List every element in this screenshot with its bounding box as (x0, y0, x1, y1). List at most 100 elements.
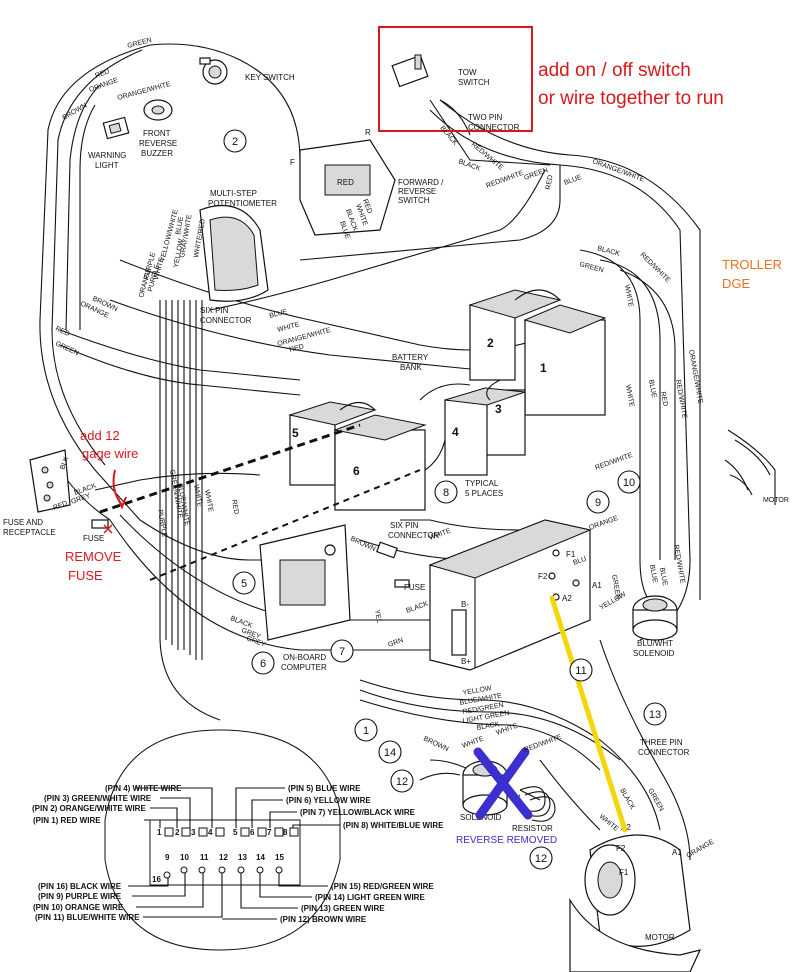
callout-7: 7 (339, 646, 345, 658)
svg-text:WHITE: WHITE (203, 489, 214, 513)
svg-text:FRONT: FRONT (143, 129, 171, 138)
pin-15: 15 (275, 853, 284, 862)
remove-fuse-line-1: REMOVE (65, 549, 122, 564)
svg-text:F2: F2 (616, 844, 626, 853)
yellow-jumper-wire (549, 595, 628, 833)
controller-cut-1: TROLLER (722, 257, 782, 272)
pin-16: 16 (152, 875, 161, 884)
svg-text:BLACK: BLACK (476, 721, 500, 732)
key-switch: KEY SWITCH (199, 57, 295, 85)
svg-text:BLUE: BLUE (563, 174, 583, 187)
callout-9: 9 (595, 497, 601, 509)
controller-cut-2: DGE (722, 276, 751, 291)
svg-text:BLACK: BLACK (229, 615, 253, 630)
three-pin-connector: THREE PIN CONNECTOR (638, 738, 690, 757)
callout-11: 11 (575, 665, 586, 677)
svg-text:RED: RED (659, 391, 668, 407)
svg-text:WHITE: WHITE (624, 384, 635, 408)
forward-reverse-switch: RED F R FORWARD / REVERSE SWITCH (290, 128, 444, 236)
tow-switch-box: TOW SWITCH TWO PIN CONNECTOR (378, 26, 533, 132)
pin-row-top: 1 2 3 4 5 6 7 8 (157, 827, 299, 837)
svg-text:B-: B- (461, 600, 469, 609)
svg-text:GREEN: GREEN (523, 167, 549, 182)
battery-3: 3 (495, 402, 502, 416)
svg-text:SIX PIN: SIX PIN (390, 521, 419, 530)
pin11-label: (PIN 11) BLUE/WHITE WIRE (35, 913, 140, 922)
add-wire-dashed-2 (149, 469, 421, 581)
svg-text:GREY: GREY (245, 635, 266, 648)
svg-text:BLK: BLK (59, 456, 70, 471)
svg-text:F1: F1 (619, 868, 629, 877)
pin6-label: (PIN 6) YELLOW WIRE (286, 796, 371, 805)
svg-text:BLU: BLU (572, 556, 587, 567)
tow-note-line-1: add on / off switch (538, 60, 691, 81)
svg-text:POTENTIOMETER: POTENTIOMETER (208, 199, 277, 208)
pin-9: 9 (165, 853, 170, 862)
pin-12: 12 (219, 853, 228, 862)
add-wire-line-2: gage wire (82, 446, 138, 461)
svg-text:CONNECTOR: CONNECTOR (638, 748, 690, 757)
svg-text:A1: A1 (592, 581, 602, 590)
callout-14: 14 (384, 747, 396, 759)
svg-text:RESISTOR: RESISTOR (512, 824, 553, 833)
svg-text:BLUE: BLUE (648, 564, 658, 584)
svg-text:RED/WHITE: RED/WHITE (594, 452, 634, 472)
svg-text:F2: F2 (538, 572, 548, 581)
pin3-label: (PIN 3) GREEN/WHITE WIRE (44, 794, 152, 803)
svg-text:RED/WHITE: RED/WHITE (485, 170, 525, 190)
svg-text:MOTOR: MOTOR (763, 497, 789, 504)
pin-13: 13 (238, 853, 247, 862)
svg-text:WHITE: WHITE (428, 527, 452, 541)
svg-text:MULTI-STEP: MULTI-STEP (210, 189, 257, 198)
svg-text:RED/WHITE: RED/WHITE (523, 734, 563, 754)
pin7-label: (PIN 7) YELLOW/BLACK WIRE (300, 808, 416, 817)
pin-5: 5 (233, 828, 238, 837)
svg-text:A1: A1 (672, 848, 682, 857)
svg-text:B+: B+ (461, 657, 471, 666)
battery-numbers: 1 2 3 4 5 6 (292, 336, 547, 478)
svg-text:BLU/WHT: BLU/WHT (637, 639, 673, 648)
pin-10: 10 (180, 853, 189, 862)
svg-text:FUSE: FUSE (404, 583, 425, 592)
add-wire-dashed (99, 423, 361, 514)
svg-text:RED/WHITE: RED/WHITE (639, 251, 672, 284)
svg-text:RED: RED (52, 500, 68, 512)
svg-text:GREEN: GREEN (610, 574, 621, 600)
svg-text:BLUE: BLUE (269, 308, 289, 320)
callout-13: 13 (649, 709, 661, 721)
svg-text:RED: RED (94, 68, 110, 80)
svg-text:REVERSE: REVERSE (139, 139, 177, 148)
reverse-removed-x: REVERSE REMOVED (456, 747, 557, 846)
pin14-label: (PIN 14) LIGHT GREEN WIRE (315, 893, 425, 902)
callouts: 2 8 10 9 5 6 7 11 13 1 14 12 12 (223, 129, 667, 870)
pin-2: 2 (175, 828, 180, 837)
svg-text:A2: A2 (562, 594, 572, 603)
svg-text:RECEPTACLE: RECEPTACLE (3, 528, 56, 537)
battery-1: 1 (540, 361, 547, 375)
callout-12a: 12 (396, 776, 408, 788)
svg-text:RED: RED (361, 198, 373, 214)
reverse-removed-label: REVERSE REMOVED (456, 835, 557, 846)
svg-text:BLACK: BLACK (618, 788, 636, 812)
six-pin-connector-b: SIX PIN CONNECTOR FUSE (376, 521, 440, 592)
svg-text:RED: RED (54, 325, 70, 338)
svg-text:BROWN: BROWN (349, 535, 376, 553)
callout-5: 5 (241, 578, 247, 590)
svg-text:BLUE: BLUE (175, 216, 185, 236)
pin-3: 3 (191, 828, 196, 837)
callout-1: 1 (363, 725, 369, 737)
svg-text:RED/WHITE: RED/WHITE (672, 544, 686, 584)
pin9-label: (PIN 9) PURPLE WIRE (38, 892, 122, 901)
svg-text:BATTERY: BATTERY (392, 353, 429, 362)
svg-text:CONNECTOR: CONNECTOR (200, 316, 252, 325)
svg-text:BLACK: BLACK (596, 245, 620, 258)
svg-text:BUZZER: BUZZER (141, 149, 173, 158)
solenoid-right: BLU/WHT SOLENOID (632, 595, 678, 658)
connector-pin-diagram: 1 2 3 4 5 6 7 8 9 10 11 12 13 14 15 16 (32, 729, 444, 951)
motor: MOTOR F2 F1 A1 A2 (569, 823, 702, 972)
svg-text:ORANGE/WHITE: ORANGE/WHITE (687, 349, 703, 405)
svg-text:TYPICAL: TYPICAL (465, 479, 499, 488)
svg-text:WHITE: WHITE (192, 484, 203, 508)
svg-text:SOLENOID: SOLENOID (633, 649, 675, 658)
